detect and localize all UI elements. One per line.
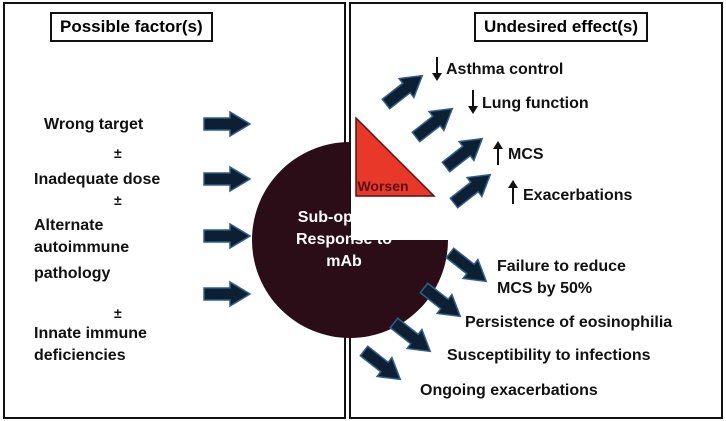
input-arrow-4 (203, 281, 251, 307)
plusminus-3: ± (114, 305, 122, 321)
worsen-arrow-1 (377, 65, 431, 115)
effect-failure-line2: MCS by 50% (497, 280, 593, 297)
center-line-3: mAb (326, 253, 362, 270)
possible-factors-header: Possible factor(s) (50, 12, 213, 42)
worsen-arrow-4 (445, 164, 499, 214)
factor-alternate: Alternate (34, 217, 104, 234)
effect-arrow-4 (355, 340, 409, 390)
worsen-arrow-3 (437, 128, 491, 178)
input-arrow-1 (203, 111, 251, 137)
response-circle (252, 142, 448, 338)
worsen-wedge (355, 116, 436, 197)
factor-wrong-target: Wrong target (44, 116, 144, 133)
up-indicator-2 (508, 180, 518, 204)
effect-susceptibility-infections: Susceptibility to infections (447, 347, 651, 364)
effect-lung-function: Lung function (482, 95, 589, 112)
effect-mcs: MCS (508, 146, 544, 163)
input-arrow-3 (203, 223, 251, 249)
effect-arrow-1 (441, 242, 495, 292)
plusminus-2: ± (114, 192, 122, 208)
factor-autoimmune: autoimmune (34, 239, 130, 256)
effect-asthma-control: Asthma control (446, 61, 564, 78)
input-arrow-2 (203, 166, 251, 192)
down-indicator-1 (432, 57, 442, 81)
factor-inadequate-dose: Inadequate dose (34, 171, 161, 188)
center-line-1: Sub-optimal (298, 209, 390, 226)
worsen-label: Worsen (357, 178, 408, 194)
factor-pathology: pathology (34, 265, 111, 282)
effect-ongoing-exacerbations: Ongoing exacerbations (420, 382, 598, 399)
undesired-effects-header: Undesired effect(s) (474, 12, 648, 42)
effect-exacerbations: Exacerbations (523, 187, 633, 204)
worsen-arrow-2 (407, 98, 461, 148)
plusminus-1: ± (114, 145, 122, 161)
effect-failure-line1: Failure to reduce (497, 258, 626, 275)
up-indicator-1 (493, 141, 503, 165)
factor-innate-immune: Innate immune (34, 325, 147, 342)
factor-deficiencies: deficiencies (34, 347, 126, 364)
down-indicator-2 (468, 90, 478, 114)
center-line-2: Response to (296, 231, 392, 248)
effect-persistence-eosinophilia: Persistence of eosinophilia (465, 314, 673, 331)
